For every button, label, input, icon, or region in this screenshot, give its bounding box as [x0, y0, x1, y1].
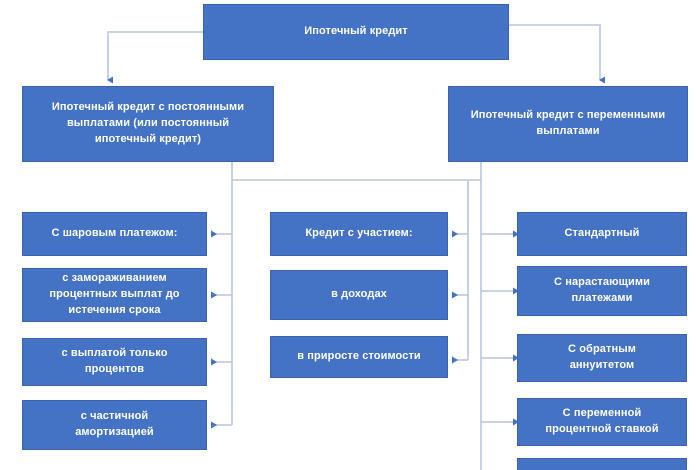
connector-root-to-left [107, 31, 203, 84]
node-in-value-growth[interactable]: в приросте стоимости [270, 336, 448, 378]
node-variable-payments-label: Ипотечный кредит с переменными выплатами [470, 109, 666, 137]
node-mortgage-credit-label: Ипотечный кредит [304, 25, 408, 38]
node-frozen-interest-label: с замораживанием процентных выплат до ис… [49, 272, 180, 316]
node-constant-payments-label: Ипотечный кредит с постоянными выплатами… [51, 101, 245, 145]
connector-root-to-right [509, 24, 605, 84]
node-standard-label: Стандартный [564, 227, 640, 240]
node-mortgage-credit[interactable]: Ипотечный кредит [203, 4, 509, 60]
node-reverse-annuity[interactable]: С обратным аннуитетом [517, 334, 687, 382]
node-participation-credit[interactable]: Кредит с участием: [270, 212, 448, 256]
node-reverse-annuity-label: С обратным аннуитетом [568, 343, 636, 371]
node-interest-only[interactable]: с выплатой только процентов [22, 338, 207, 386]
node-in-income-label: в доходах [331, 288, 387, 301]
node-increasing-payments-label: С нарастающими платежами [554, 276, 650, 304]
node-cut-off-bottom[interactable] [517, 458, 687, 470]
node-frozen-interest[interactable]: с замораживанием процентных выплат до ис… [22, 268, 207, 322]
node-interest-only-label: с выплатой только процентов [61, 347, 168, 375]
node-variable-payments[interactable]: Ипотечный кредит с переменными выплатами [448, 86, 688, 162]
node-balloon-payment-label: С шаровым платежом: [51, 227, 178, 240]
node-variable-interest-rate[interactable]: С переменной процентной ставкой [517, 398, 687, 446]
node-in-income[interactable]: в доходах [270, 270, 448, 320]
node-variable-interest-rate-label: С переменной процентной ставкой [545, 407, 659, 435]
node-partial-amortization[interactable]: с частичной амортизацией [22, 400, 207, 450]
node-constant-payments[interactable]: Ипотечный кредит с постоянными выплатами… [22, 86, 274, 162]
node-partial-amortization-label: с частичной амортизацией [75, 410, 154, 438]
node-increasing-payments[interactable]: С нарастающими платежами [517, 266, 687, 316]
node-standard[interactable]: Стандартный [517, 212, 687, 256]
node-balloon-payment[interactable]: С шаровым платежом: [22, 212, 207, 256]
node-in-value-growth-label: в приросте стоимости [297, 350, 421, 363]
node-participation-credit-label: Кредит с участием: [305, 227, 413, 240]
